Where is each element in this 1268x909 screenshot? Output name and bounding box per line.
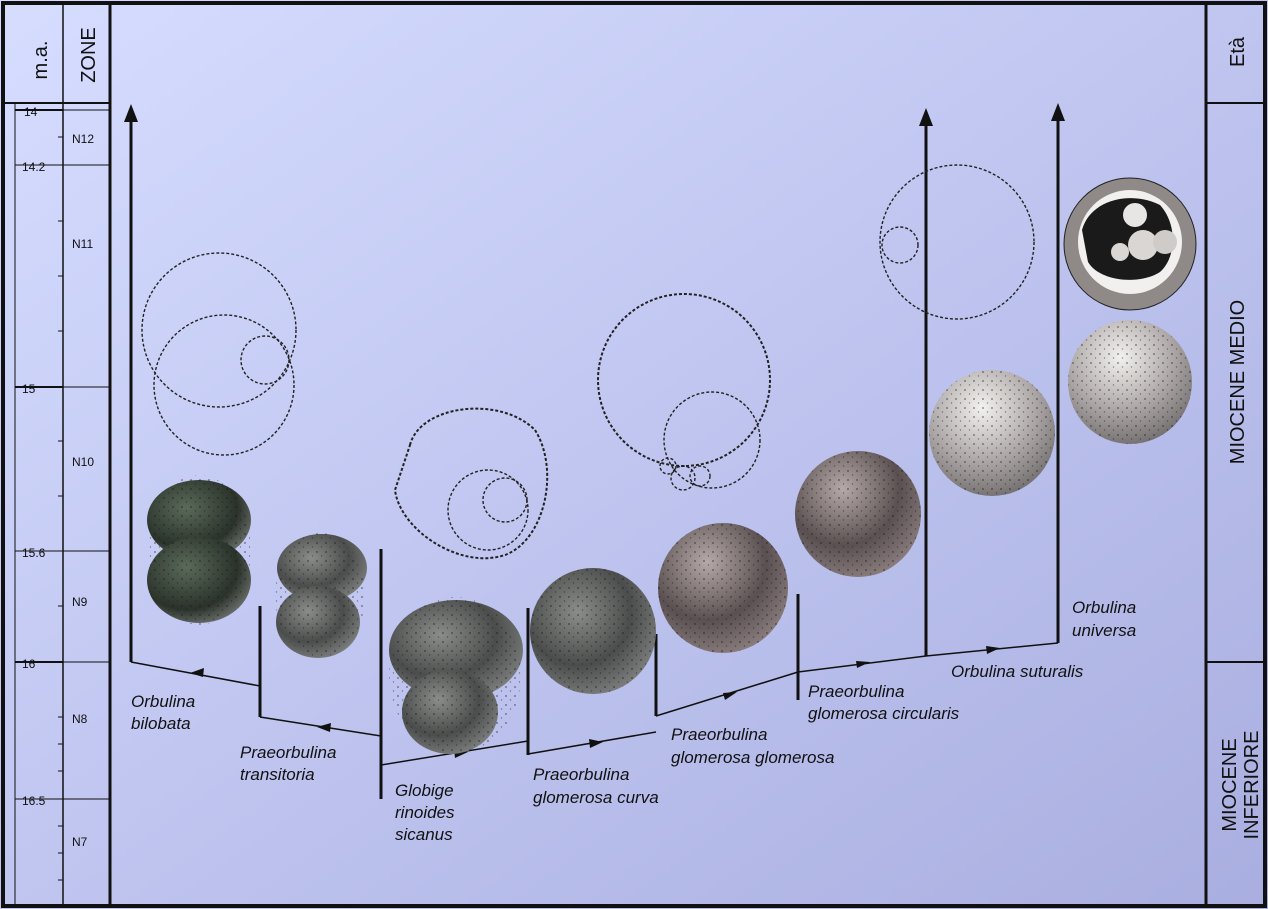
- label-orbulina-universa-2: universa: [1072, 621, 1136, 640]
- label-praeorbulina-curva-1: Praeorbulina: [533, 765, 629, 784]
- label-orbulina-bilobata-2: bilobata: [131, 714, 191, 733]
- tick-label-14-2: 14.2: [22, 160, 46, 174]
- label-orbulina-universa-1: Orbulina: [1072, 598, 1136, 617]
- age-miocene-inferiore-1: MIOCENE: [1219, 738, 1241, 831]
- label-praeorbulina-glomerosa-1: Praeorbulina: [671, 725, 767, 744]
- tick-label-14: 14: [24, 105, 38, 119]
- label-globigerinoides-sicanus-3: sicanus: [395, 825, 453, 844]
- label-praeorbulina-transitoria-2: transitoria: [240, 765, 315, 784]
- ma-header: m.a.: [30, 41, 52, 80]
- label-praeorbulina-circularis-2: glomerosa circularis: [808, 704, 960, 723]
- zone-n10: N10: [72, 455, 94, 469]
- label-globigerinoides-sicanus-1: Globige: [395, 781, 454, 800]
- label-praeorbulina-curva-2: glomerosa curva: [533, 788, 659, 807]
- label-praeorbulina-glomerosa-2: glomerosa glomerosa: [671, 748, 834, 767]
- age-miocene-medio: MIOCENE MEDIO: [1227, 300, 1249, 464]
- age-miocene-inferiore-2: INFERIORE: [1241, 731, 1263, 840]
- label-praeorbulina-transitoria-1: Praeorbulina: [240, 743, 336, 762]
- zone-header: ZONE: [78, 27, 100, 83]
- label-orbulina-suturalis: Orbulina suturalis: [951, 662, 1084, 681]
- tick-label-15-6: 15.6: [22, 546, 46, 560]
- tick-label-16: 16: [22, 657, 36, 671]
- zone-n9: N9: [72, 595, 88, 609]
- zone-n8: N8: [72, 712, 88, 726]
- label-praeorbulina-circularis-1: Praeorbulina: [808, 682, 904, 701]
- tick-label-16-5: 16.5: [22, 794, 46, 808]
- zone-n12: N12: [72, 132, 94, 146]
- label-orbulina-bilobata-1: Orbulina: [131, 692, 195, 711]
- tick-label-15: 15: [22, 382, 36, 396]
- zone-n7: N7: [72, 835, 88, 849]
- label-globigerinoides-sicanus-2: rinoides: [395, 803, 455, 822]
- eta-header: Età: [1227, 36, 1249, 67]
- zone-n11: N11: [72, 237, 93, 251]
